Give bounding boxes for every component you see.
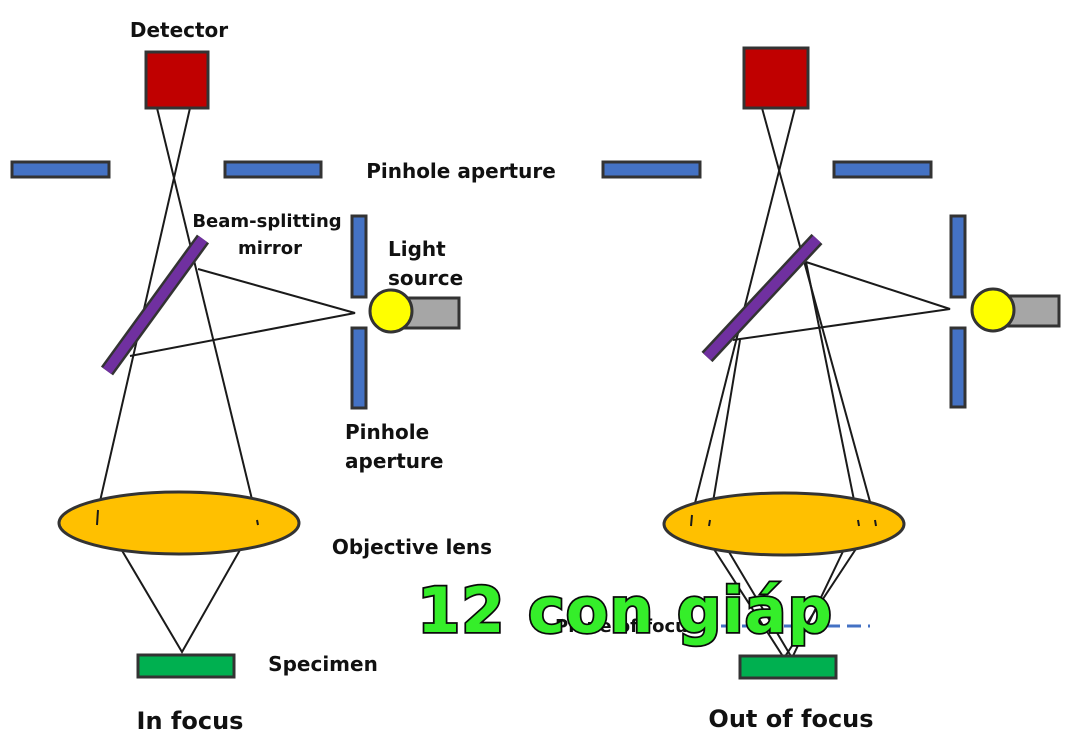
specimen-right bbox=[738, 654, 838, 680]
pinhole-aperture-side-upper-bar-right bbox=[949, 214, 967, 299]
pinhole-aperture-top-right-bar-right bbox=[832, 160, 933, 179]
light-rays-left bbox=[97, 107, 356, 654]
specimen-label: Specimen bbox=[268, 652, 378, 676]
detector-label: Detector bbox=[130, 18, 228, 42]
caption-out-of-focus: Out of focus bbox=[708, 705, 873, 733]
detector-box-right bbox=[742, 46, 810, 110]
pinhole-aperture-side-lower-bar bbox=[350, 326, 368, 410]
specimen bbox=[136, 653, 236, 679]
detector-box bbox=[144, 50, 210, 110]
pinhole-aperture-top-left-bar bbox=[10, 160, 111, 179]
lens-rays-right-inside bbox=[690, 514, 877, 527]
plane-of-focus-label: Plane of focus bbox=[555, 616, 699, 637]
caption-in-focus: In focus bbox=[137, 707, 244, 735]
beam-splitting-mirror bbox=[102, 236, 208, 374]
beam-splitter-label-line2: mirror bbox=[238, 238, 302, 259]
light-source-bulb bbox=[368, 288, 414, 334]
pinhole-aperture-top-right-bar bbox=[223, 160, 323, 179]
pinhole-side-label-line1: Pinhole bbox=[345, 420, 429, 444]
objective-lens-label: Objective lens bbox=[332, 535, 492, 559]
lens-ray-right-inside bbox=[256, 519, 259, 526]
overlay-watermark-text: 12 con giáp bbox=[417, 574, 833, 647]
objective-lens-right bbox=[662, 491, 906, 557]
pinhole-aperture-side-upper-bar bbox=[350, 214, 368, 299]
objective-lens bbox=[57, 490, 301, 556]
light-source-label-line1: Light bbox=[388, 237, 446, 261]
pinhole-side-label-line2: aperture bbox=[345, 449, 443, 473]
beam-splitter-label-line1: Beam-splitting bbox=[192, 211, 341, 232]
beam-splitting-mirror-right bbox=[703, 235, 821, 361]
light-source-bulb-right bbox=[970, 287, 1016, 333]
light-source-label-line2: source bbox=[388, 266, 463, 290]
panel-in-focus: Detector Pinhole aperture Beam-splitting… bbox=[10, 18, 556, 735]
lens-ray-left-inside bbox=[96, 509, 99, 526]
panel-out-of-focus: Plane of focus Out of focus bbox=[555, 46, 1061, 733]
pinhole-aperture-side-lower-bar-right bbox=[949, 326, 967, 409]
pinhole-aperture-top-left-bar-right bbox=[601, 160, 702, 179]
pinhole-aperture-top-label: Pinhole aperture bbox=[366, 159, 556, 183]
